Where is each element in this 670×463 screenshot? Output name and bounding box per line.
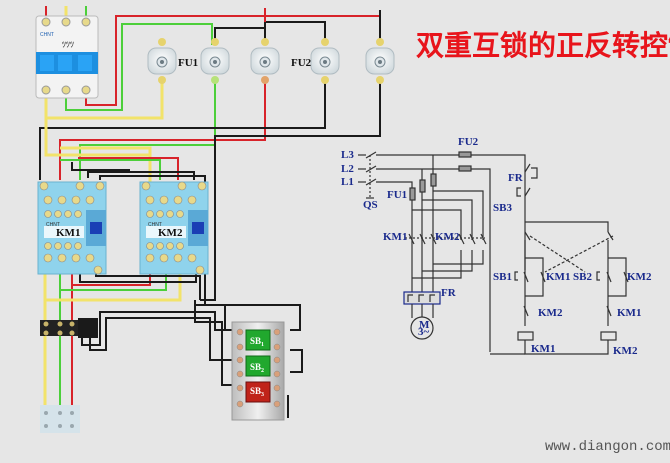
km2-main-label: KM2 <box>435 231 460 243</box>
km2-interlock-label: KM2 <box>538 307 563 319</box>
sb1-label: SB <box>250 336 261 346</box>
motor-symbol <box>410 316 434 340</box>
sb2-sub: 2 <box>261 368 264 374</box>
breaker-brand: CHNT <box>40 32 54 38</box>
fuse <box>365 38 395 84</box>
svg-text:SB1: SB1 <box>250 336 264 348</box>
km1-hold-label: KM1 <box>546 271 570 283</box>
motor-label: M <box>419 319 430 331</box>
contactor-km1: CHNT KM1 <box>37 181 107 275</box>
contactor-brand: CHNT <box>46 222 60 228</box>
svg-text:ﾂﾂﾂ: ﾂﾂﾂ <box>62 40 74 49</box>
fuse <box>310 38 340 84</box>
fu2-schematic-label: FU2 <box>458 136 479 148</box>
circuit-breaker: CHNT ﾂﾂﾂ <box>35 15 99 99</box>
thermal-relay <box>40 318 98 338</box>
l1-label: L1 <box>341 176 354 188</box>
wire-green <box>65 23 213 111</box>
fu1-label: FU1 <box>178 57 198 69</box>
watermark: www.diangon.com <box>545 439 670 455</box>
schematic-labels: L3 L2 L1 QS FU1 FU2 KM1 KM2 FR M 3~ FR S… <box>341 136 652 357</box>
sb1-sub: 1 <box>261 342 264 348</box>
km1-main-label: KM1 <box>383 231 407 243</box>
contactor-km2: CHNT KM2 <box>139 181 209 275</box>
l3-label: L3 <box>341 149 354 161</box>
sb2-label: SB <box>250 362 261 372</box>
wire-black <box>214 27 266 45</box>
contactor-brand: CHNT <box>148 222 162 228</box>
fuse <box>200 38 230 84</box>
fu2-label: FU2 <box>291 57 312 69</box>
sb3-button[interactable] <box>245 381 271 403</box>
wire-green <box>79 80 216 180</box>
coil-km1-label: KM1 <box>531 343 555 355</box>
fr-main-label: FR <box>441 287 457 299</box>
sb2-button[interactable] <box>245 355 271 377</box>
button-box: SB1 SB2 SB3 <box>231 321 285 421</box>
fu1-schematic-label: FU1 <box>387 189 407 201</box>
fuse <box>250 38 280 84</box>
l2-label: L2 <box>341 163 354 175</box>
km2-label: KM2 <box>158 227 183 239</box>
km1-interlock-label: KM1 <box>617 307 641 319</box>
wiring-diagram <box>39 6 381 418</box>
fr-ctrl-label: FR <box>508 172 524 184</box>
wire-black <box>39 80 326 180</box>
svg-text:SB3: SB3 <box>250 386 264 398</box>
sb3-label: SB <box>250 386 261 396</box>
schematic <box>358 151 629 355</box>
motor-phase-label: 3~ <box>418 326 430 338</box>
km1-label: KM1 <box>56 227 80 239</box>
km2-hold-label: KM2 <box>627 271 652 283</box>
fuse <box>147 38 177 84</box>
fuses: FU1 FU2 <box>147 38 395 84</box>
sb3-label: SB3 <box>493 202 512 214</box>
wire-black <box>264 21 326 45</box>
sb1-button[interactable] <box>245 329 271 351</box>
qs-label: QS <box>363 199 378 211</box>
diagram-title: 双重互锁的正反转控制 <box>416 29 670 62</box>
motor-terminals <box>40 405 80 433</box>
sb1-label: SB1 <box>493 271 512 283</box>
coil-km2-label: KM2 <box>613 345 638 357</box>
sb3-sub: 3 <box>261 392 264 398</box>
svg-text:SB2: SB2 <box>250 362 264 374</box>
wire-black <box>200 80 381 301</box>
sb2-label: SB2 <box>573 271 592 283</box>
